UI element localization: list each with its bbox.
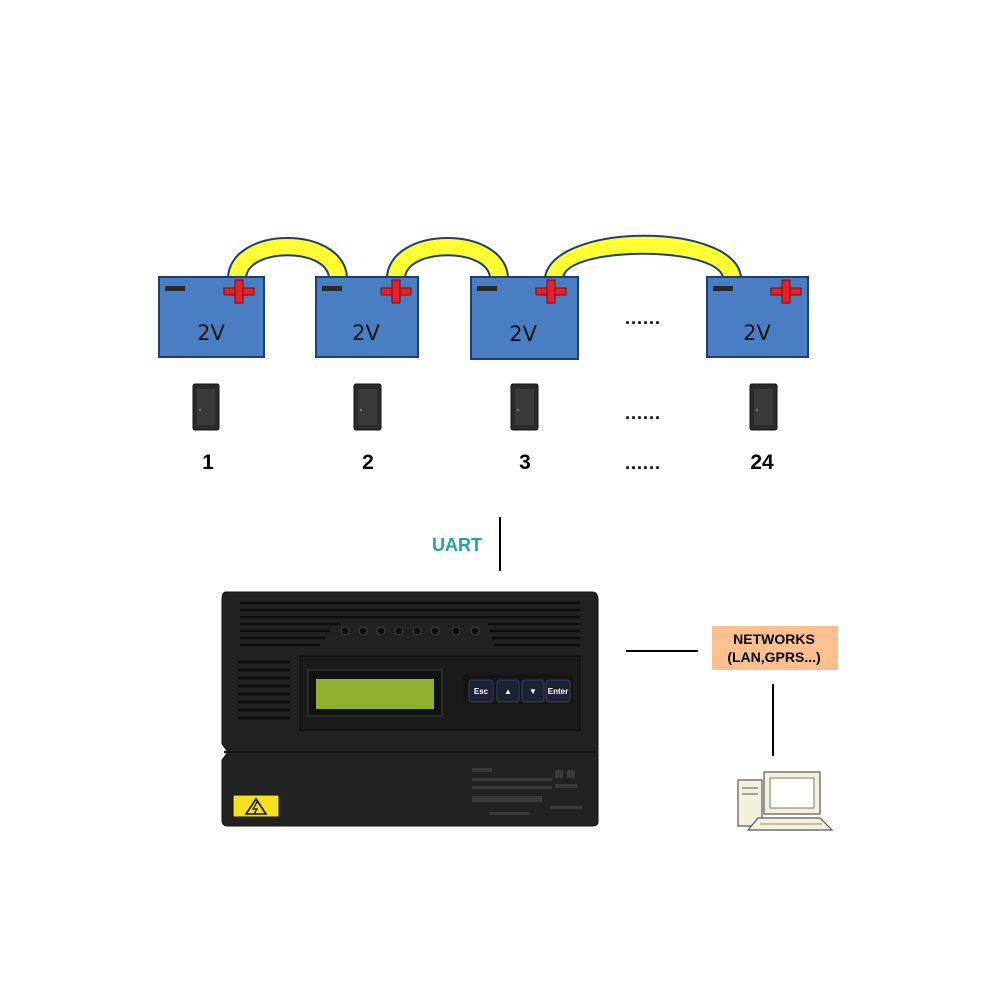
- minus-terminal-icon: [713, 286, 733, 291]
- sensor-number-2: 2: [362, 451, 374, 474]
- sensor-ellipsis: ......: [625, 403, 661, 423]
- minus-terminal-icon: [322, 286, 342, 291]
- sensor-number-1: 1: [202, 451, 214, 474]
- sensor-number-3: 3: [519, 451, 531, 474]
- battery-2: 2V: [315, 276, 419, 358]
- keypad: Esc ▲ ▼ Enter: [463, 674, 573, 704]
- minus-terminal-icon: [477, 286, 497, 291]
- uart-label: UART: [432, 535, 482, 555]
- plus-terminal-icon: [380, 279, 412, 304]
- battery-link-3-24: [543, 234, 743, 278]
- device-rating-label: [472, 768, 582, 815]
- battery-link-2-3: [385, 237, 510, 278]
- sensor-module-1: [192, 383, 220, 431]
- esc-key-label: Esc: [474, 687, 489, 696]
- battery-voltage-label: 2V: [197, 321, 225, 345]
- desktop-computer-icon: [737, 771, 834, 831]
- sensor-module-3: [510, 383, 539, 431]
- battery-1: 2V: [158, 276, 265, 358]
- sensor-module-2: [353, 383, 382, 431]
- controller-vents-left: [238, 660, 290, 720]
- battery-voltage-label: 2V: [352, 321, 380, 345]
- high-voltage-warning-icon: [232, 794, 280, 818]
- plus-terminal-icon: [223, 279, 255, 304]
- battery-ellipsis: ......: [625, 308, 661, 328]
- battery-3: 2V: [470, 276, 579, 360]
- status-leds: [340, 626, 480, 636]
- battery-link-1-2: [226, 237, 349, 278]
- lcd-screen: [316, 679, 434, 709]
- computer-screen: [769, 777, 815, 809]
- monitoring-controller: Esc ▲ ▼ Enter: [221, 591, 599, 827]
- network-box: NETWORKS (LAN,GPRS...): [712, 626, 838, 670]
- sensor-module-24: [749, 383, 778, 431]
- number-ellipsis: ......: [625, 453, 661, 473]
- up-arrow-icon: ▲: [504, 687, 512, 696]
- plus-terminal-icon: [535, 279, 567, 304]
- battery-24: 2V: [706, 276, 809, 358]
- down-arrow-icon: ▼: [529, 687, 537, 696]
- up-arrow-key[interactable]: ▲: [496, 679, 520, 703]
- battery-voltage-label: 2V: [743, 321, 771, 345]
- down-arrow-key[interactable]: ▼: [521, 679, 545, 703]
- sensor-number-24: 24: [750, 451, 774, 474]
- network-box-bg: [712, 626, 838, 670]
- network-label-line2: (LAN,GPRS...): [727, 649, 820, 665]
- enter-key-label: Enter: [548, 687, 568, 696]
- minus-terminal-icon: [165, 286, 185, 291]
- battery-voltage-label: 2V: [509, 322, 537, 346]
- enter-key[interactable]: Enter: [545, 679, 571, 703]
- controller-vents-top: [240, 601, 580, 647]
- network-label-line1: NETWORKS: [733, 631, 815, 647]
- esc-key[interactable]: Esc: [468, 679, 494, 703]
- battery-links: [226, 234, 743, 278]
- plus-terminal-icon: [770, 279, 802, 304]
